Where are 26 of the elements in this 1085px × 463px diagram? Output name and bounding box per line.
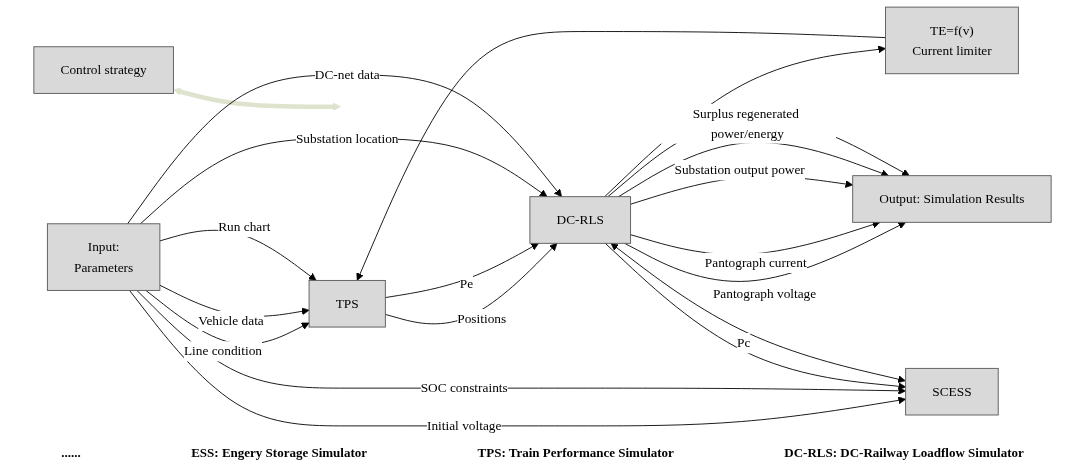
edge-label: Pc <box>737 335 751 350</box>
edge-label: Pantograph voltage <box>712 285 817 301</box>
node-box: Output: Simulation Results <box>852 175 1052 223</box>
node-box: TE=f(v) Current limiter <box>885 6 1019 75</box>
edge-label: Pantograph current <box>704 255 807 270</box>
edge-label: Surplus regenerated power/energy <box>692 106 799 141</box>
node-box: DC-RLS <box>529 196 632 244</box>
note-text: DC-RLS: DC-Railway Loadflow Simulator <box>784 445 1024 461</box>
edge-label: Positions <box>457 311 507 326</box>
node-box: TPS <box>308 279 386 328</box>
edge-label: Line condition <box>183 343 263 359</box>
edge-label: Initial voltage <box>426 418 502 433</box>
node-box: SCESS <box>905 367 999 416</box>
edge-label: SOC constraints <box>420 380 508 396</box>
note-text: TPS: Train Performance Simulator <box>477 445 674 461</box>
node-box: Control strategy <box>33 46 174 94</box>
note-text: ESS: Engery Storage Simulator <box>191 445 368 461</box>
edge-label: DC-net data <box>314 67 380 82</box>
edge-label: Substation location <box>295 131 399 146</box>
edge-label: Vehicle data <box>198 313 264 328</box>
edge-label: Run chart <box>218 219 271 234</box>
note-text: ...... <box>61 445 81 461</box>
edge-label: Substation output power <box>674 162 805 177</box>
edge-label: Pe <box>459 276 474 291</box>
node-box: Input: Parameters <box>46 223 161 291</box>
arrow <box>173 87 341 111</box>
